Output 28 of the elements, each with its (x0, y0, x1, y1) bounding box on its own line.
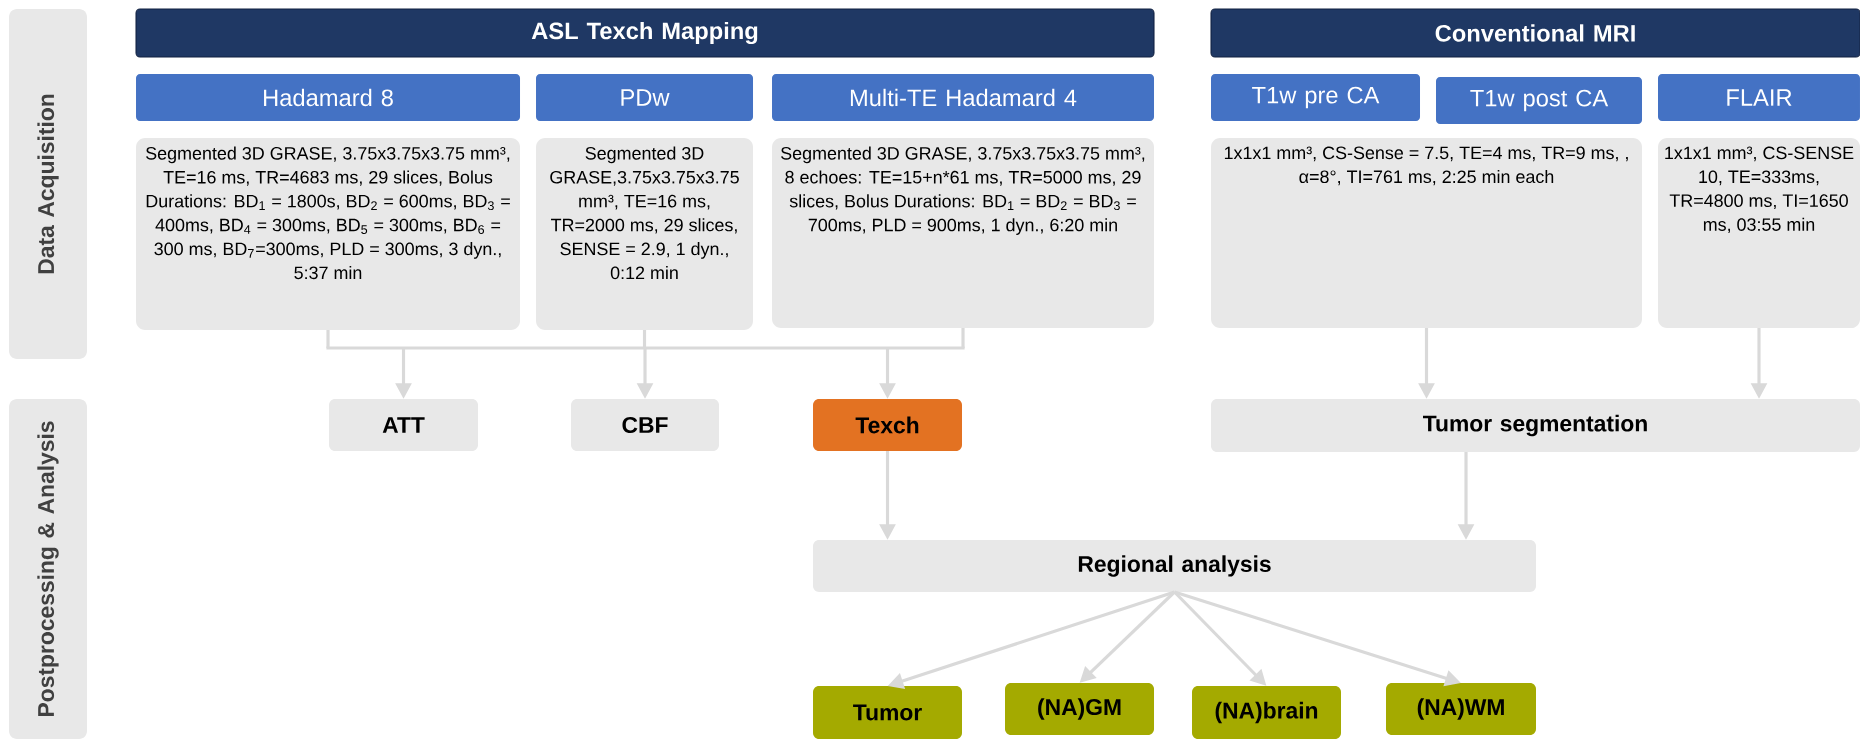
sequence-header: T1w pre CA (1211, 74, 1420, 121)
result-box: Texch (813, 399, 962, 451)
region-box: (NA)WM (1386, 683, 1536, 735)
parameter-box: 1x1x1 mm³, CS-Sense = 7.5, TE=4 ms, TR=9 ms, , α=8°, TI=761 ms, 2:25 min each (1211, 138, 1642, 328)
region-box: Tumor (813, 686, 962, 739)
sequence-header: PDw (536, 74, 753, 121)
result-box: ATT (329, 399, 478, 451)
parameter-box: Segmented 3D GRASE, 3.75x3.75x3.75 mm³, 8 echoes: TE=15+n*61 ms, TR=5000 ms, 29 slices, Bolus Durations: BD$_{1}$ = BD$_{2}$ = BD$_{3}$ = 700ms, PLD = 900ms, 1 dyn., 6:20 min (772, 138, 1154, 328)
sequence-header: T1w post CA (1436, 77, 1642, 124)
parameter-box: Segmented 3D GRASE, 3.75x3.75x3.75 mm³, TE=16 ms, TR=4683 ms, 29 slices, Bolus Durations: BD$_{1}$ = 1800s, BD$_{2}$ = 600ms, BD$_{3}$ = 400ms, BD$_{4}$ = 300ms, BD$_{5}$ = 300ms, BD$_{6}$ = 300 ms, BD$_{7}$=300ms, PLD = 300ms, 3 dyn., 5:37 min (136, 138, 520, 330)
region-box: (NA)GM (1005, 683, 1154, 735)
connector-line (326, 330, 330, 348)
region-box: (NA)brain (1192, 686, 1341, 739)
connector-line (642, 330, 647, 348)
connector-line (961, 328, 965, 348)
section-band: Data Acquisition (9, 9, 87, 359)
group-header: Conventional MRI (1210, 8, 1860, 58)
parameter-box: Segmented 3D GRASE,3.75x3.75x3.75 mm³, TE=16 ms, TR=2000 ms, 29 slices, SENSE = 2.9, 1 dyn., 0:12 min (536, 138, 753, 330)
process-box: Tumor segmentation (1211, 399, 1860, 452)
section-band: Postprocessing & Analysis (9, 399, 87, 739)
sequence-header: Hadamard 8 (136, 74, 520, 121)
parameter-box: 1x1x1 mm³, CS-SENSE 10, TE=333ms, TR=4800 ms, TI=1650 ms, 03:55 min (1658, 138, 1860, 328)
process-box: Regional analysis (813, 540, 1536, 592)
sequence-header: FLAIR (1658, 74, 1860, 121)
result-box: CBF (571, 399, 719, 451)
sequence-header: Multi-TE Hadamard 4 (772, 74, 1154, 121)
connector-line (326, 346, 965, 350)
group-header: ASL Texch Mapping (135, 8, 1155, 58)
